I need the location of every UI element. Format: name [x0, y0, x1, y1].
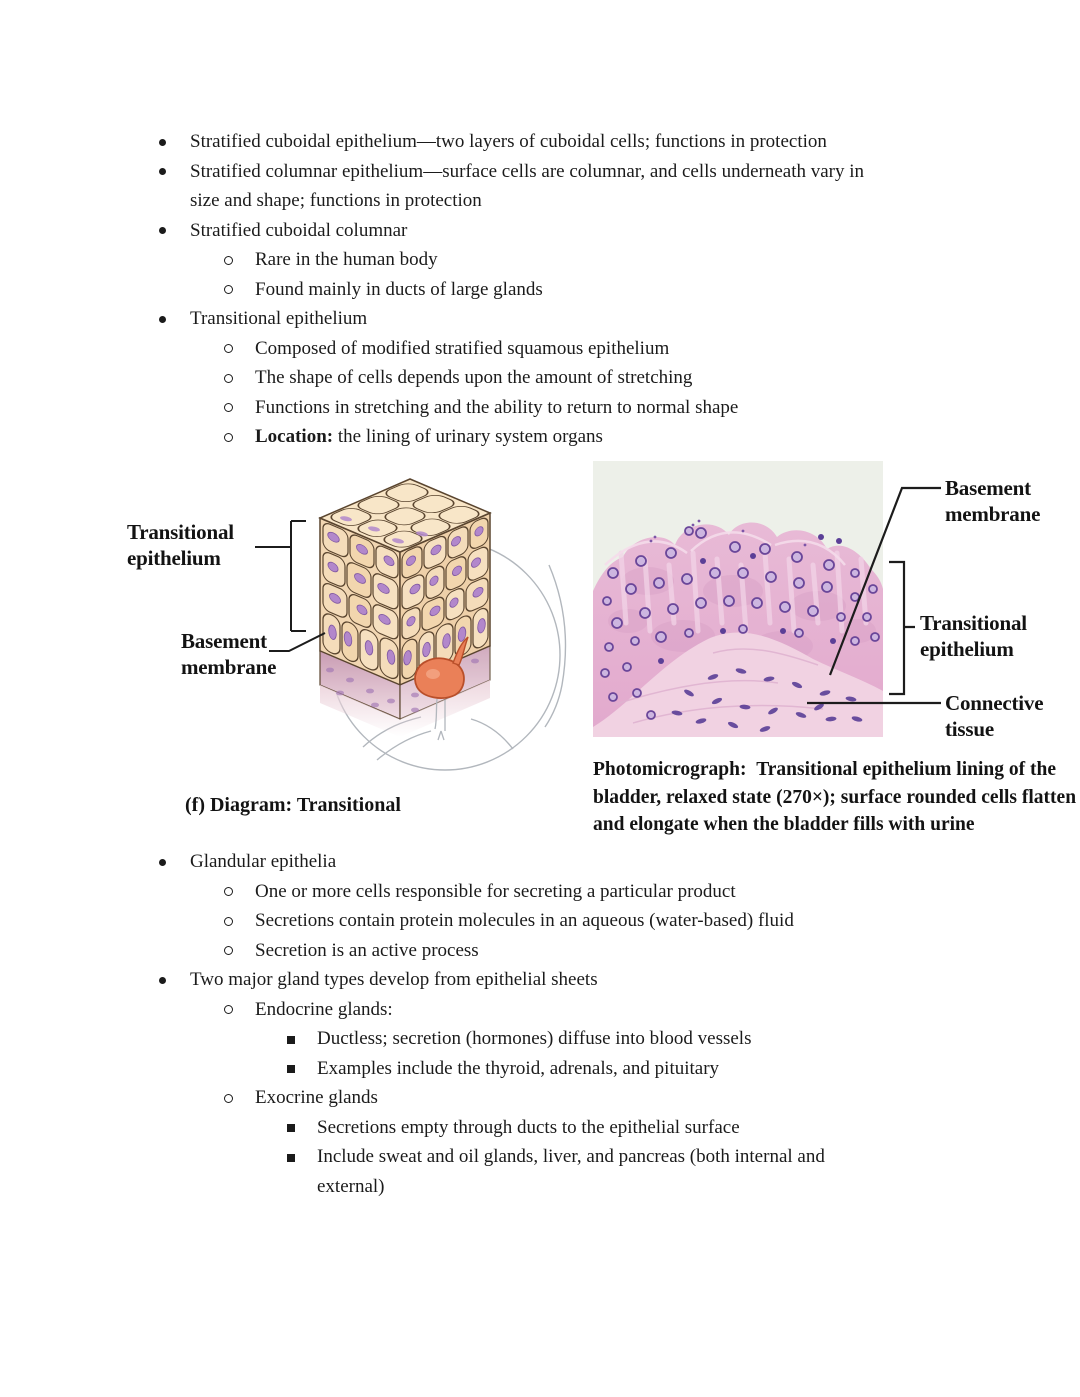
micrograph-caption: Photomicrograph:Transitional epithelium … — [593, 756, 1080, 839]
bullet-circle-icon — [224, 1093, 233, 1103]
bullet-item: Stratified columnar epithelium—surface c… — [0, 157, 890, 216]
photomicrograph-image — [593, 461, 941, 737]
bullet-disc-icon — [159, 315, 166, 323]
bullet-item: Glandular epithelia — [0, 847, 890, 877]
bullet-circle-icon — [224, 344, 233, 353]
bullet-text: Stratified columnar epithelium—surface c… — [190, 160, 865, 212]
bullet-square-icon — [287, 1124, 295, 1132]
bullet-text: Include sweat and oil glands, liver, and… — [317, 1146, 825, 1197]
bullet-item: One or more cells responsible for secret… — [0, 877, 890, 907]
micrograph-caption-text: Transitional epithelium lining of the bl… — [593, 759, 1077, 835]
bullet-item: Examples include the thyroid, adrenals, … — [0, 1054, 890, 1084]
bullet-disc-icon — [159, 227, 166, 234]
bullet-item: Stratified cuboidal epithelium—two layer… — [0, 127, 890, 157]
bullet-text: Secretions contain protein molecules in … — [255, 910, 794, 931]
bullet-text: Exocrine glands — [255, 1087, 378, 1108]
bullet-item: Functions in stretching and the ability … — [0, 393, 890, 423]
bullet-text: Functions in stretching and the ability … — [255, 396, 739, 418]
diagram-caption: (f) Diagram: Transitional — [185, 794, 401, 816]
micrograph-annotation-lines — [807, 486, 941, 705]
bullet-disc-icon — [159, 138, 166, 146]
bullet-text: One or more cells responsible for secret… — [255, 880, 736, 902]
bullet-item: Secretions empty through ducts to the ep… — [0, 1113, 890, 1143]
bullet-item: Secretion is an active process — [0, 936, 890, 966]
bullet-text: Rare in the human body — [255, 249, 438, 270]
micrograph-label-basement-membrane: Basement membrane — [945, 476, 1041, 526]
bullet-item: Ductless; secretion (hormones) diffuse i… — [0, 1024, 890, 1054]
bullet-disc-icon — [159, 858, 166, 866]
bullet-item: Include sweat and oil glands, liver, and… — [0, 1142, 890, 1201]
bullet-text: Endocrine glands: — [255, 998, 393, 1020]
bullet-text: The shape of cells depends upon the amou… — [255, 367, 693, 388]
bullet-text: Stratified cuboidal columnar — [190, 219, 408, 241]
bullet-item: Exocrine glands — [0, 1083, 890, 1113]
epithelium-block — [318, 478, 492, 687]
bullet-text: Transitional epithelium — [190, 308, 368, 329]
bullet-circle-icon — [224, 403, 233, 412]
bullet-disc-icon — [159, 168, 166, 175]
bullet-circle-icon — [224, 373, 233, 383]
connective-tissue-nuclei — [671, 668, 863, 732]
epithelium-nuclei — [600, 526, 880, 720]
bullet-item: Rare in the human body — [0, 245, 890, 275]
bullet-item: Location: the lining of urinary system o… — [0, 422, 890, 452]
bullet-circle-icon — [224, 285, 233, 294]
bullet-item: Stratified cuboidal columnar — [0, 216, 890, 246]
bullet-circle-icon — [224, 916, 233, 926]
micrograph-tissue — [593, 461, 883, 737]
bullet-item: Found mainly in ducts of large glands — [0, 275, 890, 305]
bullet-circle-icon — [224, 255, 233, 265]
bullet-text: Examples include the thyroid, adrenals, … — [317, 1057, 720, 1079]
bullet-square-icon — [287, 1153, 295, 1162]
photomicrograph-figure: Basement membrane Transitional epitheliu… — [593, 461, 1080, 843]
bullet-text: Found mainly in ducts of large glands — [255, 278, 543, 300]
bullet-circle-icon — [224, 1005, 233, 1014]
transitional-epithelium-diagram — [255, 478, 567, 771]
diagram-label-transitional-epithelium: Transitional epithelium — [127, 520, 234, 570]
bullet-item: The shape of cells depends upon the amou… — [0, 363, 890, 393]
bullet-text: Location: the lining of urinary system o… — [255, 426, 603, 447]
bullet-circle-icon — [224, 887, 233, 896]
micrograph-label-transitional-epithelium: Transitional epithelium — [920, 611, 1027, 661]
bullet-square-icon — [287, 1035, 295, 1044]
diagram-annotation-lines — [255, 520, 326, 652]
bullet-square-icon — [287, 1065, 295, 1073]
notes-list-top: Stratified cuboidal epithelium—two layer… — [0, 127, 890, 452]
bullet-text: Glandular epithelia — [190, 851, 337, 872]
micrograph-label-connective-tissue: Connective tissue — [945, 691, 1044, 741]
bullet-circle-icon — [224, 432, 233, 442]
bullet-text: Ductless; secretion (hormones) diffuse i… — [317, 1028, 752, 1049]
bullet-circle-icon — [224, 946, 233, 955]
bullet-item: Composed of modified stratified squamous… — [0, 334, 890, 364]
bullet-text: Stratified cuboidal epithelium—two layer… — [190, 131, 827, 152]
bullet-disc-icon — [159, 976, 166, 984]
bullet-text: Secretion is an active process — [255, 939, 479, 961]
transitional-epithelium-diagram-figure: Transitional epithelium Basement membran… — [115, 465, 585, 837]
bullet-item: Transitional epithelium — [0, 304, 890, 334]
bullet-text: Two major gland types develop from epith… — [190, 969, 598, 990]
bladder-illustration — [414, 636, 469, 741]
bullet-text: Composed of modified stratified squamous… — [255, 337, 670, 359]
bullet-text: Secretions empty through ducts to the ep… — [317, 1116, 740, 1138]
notes-list-bottom: Glandular epithelia One or more cells re… — [0, 847, 890, 1201]
micrograph-caption-prefix: Photomicrograph: — [593, 759, 747, 780]
bullet-item: Secretions contain protein molecules in … — [0, 906, 890, 936]
bullet-item: Two major gland types develop from epith… — [0, 965, 890, 995]
bullet-item: Endocrine glands: — [0, 995, 890, 1025]
diagram-label-basement-membrane: Basement membrane — [181, 629, 277, 679]
